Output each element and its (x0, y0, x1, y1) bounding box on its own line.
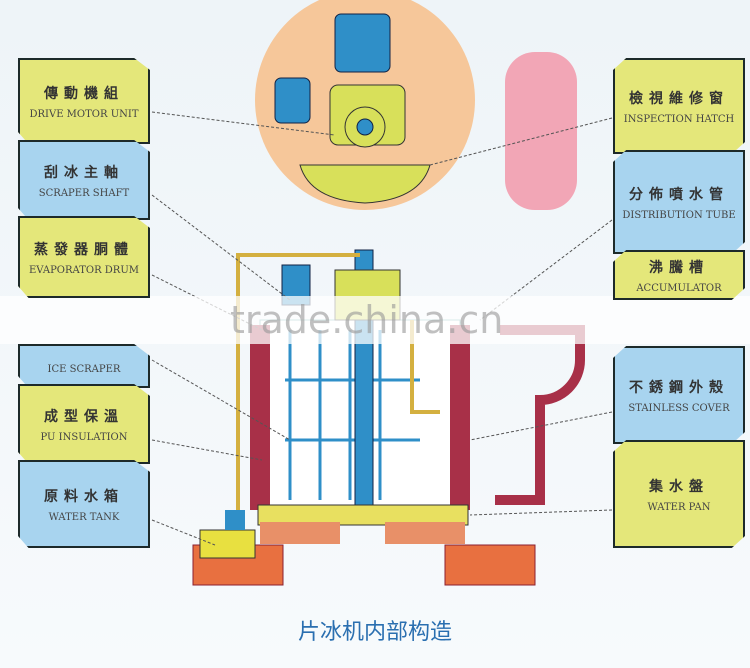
diagram-title: 片冰机内部构造 (297, 620, 452, 645)
label-zh: 檢視維修窗 (629, 90, 729, 107)
label-zh: 蒸發器胴體 (34, 241, 134, 258)
label-ice-scraper: ICE SCRAPER (18, 344, 150, 388)
label-zh: 刮冰主軸 (44, 164, 124, 181)
label-zh: 不銹鋼外殼 (629, 379, 729, 396)
label-zh: 原料水箱 (44, 488, 124, 505)
label-evaporator-drum: 蒸發器胴體 EVAPORATOR DRUM (18, 216, 150, 298)
label-drive-motor-unit: 傳動機組 DRIVE MOTOR UNIT (18, 58, 150, 144)
label-zh: 分佈噴水管 (629, 186, 729, 203)
watermark: trade.china.cn (230, 298, 504, 342)
accumulator-tank (505, 52, 577, 210)
label-en: DRIVE MOTOR UNIT (29, 108, 139, 120)
label-zh: 傳動機組 (44, 85, 124, 102)
label-zh: 集水盤 (649, 478, 709, 495)
label-pu-insulation: 成型保溫 PU INSULATION (18, 384, 150, 464)
water-tank (199, 529, 256, 559)
label-accumulator: 沸騰槽 ACCUMULATOR (613, 250, 745, 300)
label-water-tank: 原料水箱 WATER TANK (18, 460, 150, 548)
label-distribution-tube: 分佈噴水管 DISTRIBUTION TUBE (613, 150, 745, 254)
label-scraper-shaft: 刮冰主軸 SCRAPER SHAFT (18, 140, 150, 220)
label-en: PU INSULATION (40, 431, 128, 443)
label-en: INSPECTION HATCH (623, 113, 735, 125)
label-zh: 成型保溫 (44, 408, 124, 425)
label-en: WATER PAN (647, 501, 711, 513)
drive-motor (334, 13, 391, 73)
label-en: DISTRIBUTION TUBE (622, 209, 736, 221)
label-stainless-cover: 不銹鋼外殼 STAINLESS COVER (613, 346, 745, 444)
label-en: ACCUMULATOR (636, 282, 722, 294)
label-inspection-hatch: 檢視維修窗 INSPECTION HATCH (613, 58, 745, 154)
watermark-band (0, 296, 750, 344)
label-en: ICE SCRAPER (47, 363, 121, 375)
label-en: WATER TANK (48, 511, 120, 523)
label-en: EVAPORATOR DRUM (29, 264, 139, 276)
label-en: SCRAPER SHAFT (38, 187, 130, 199)
label-zh: 沸騰槽 (649, 259, 709, 276)
label-water-pan: 集水盤 WATER PAN (613, 440, 745, 548)
label-en: STAINLESS COVER (628, 402, 730, 414)
